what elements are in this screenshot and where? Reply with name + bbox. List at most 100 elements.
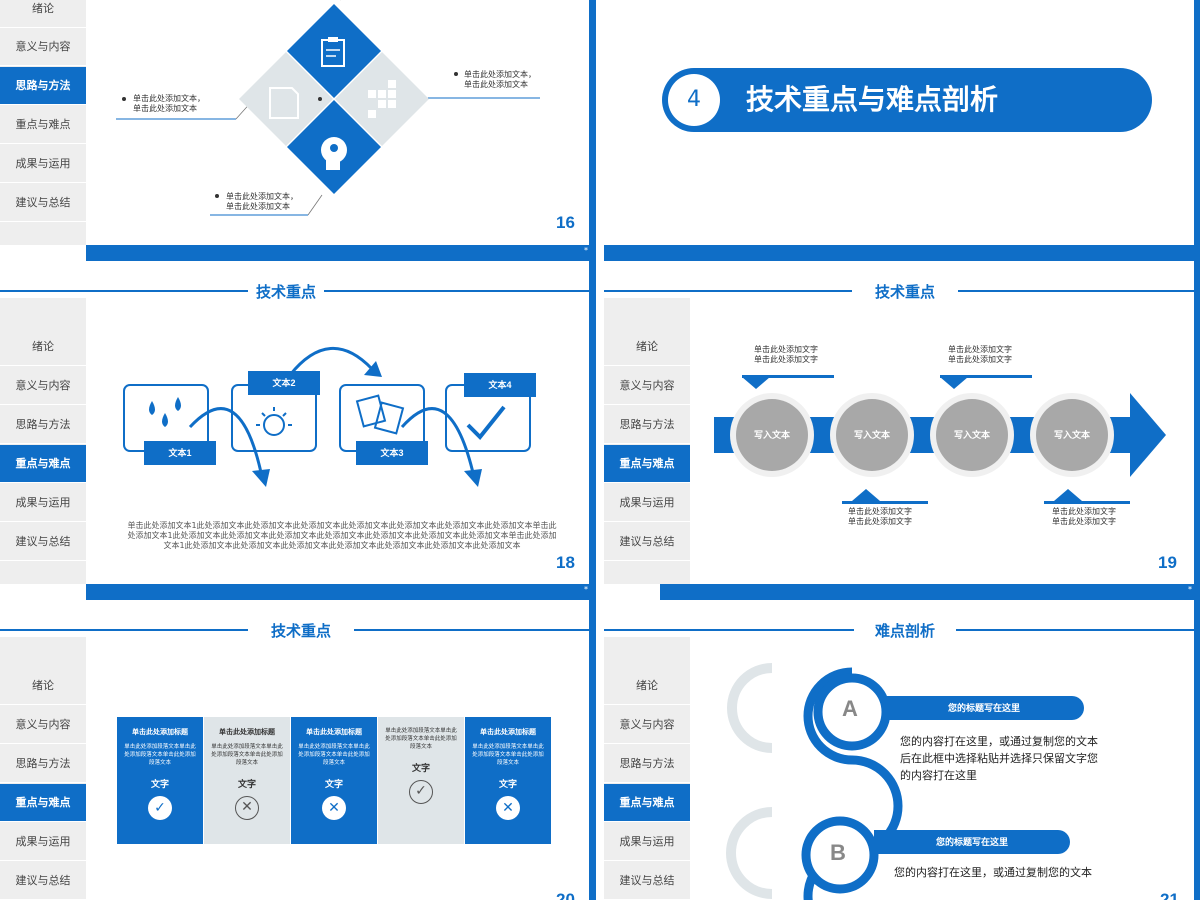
slide-19[interactable]: 技术重点 绪论 意义与内容 思路与方法 重点与难点 成果与运用 建议与总结 写入… <box>604 265 1200 600</box>
sidebar-item-summary[interactable]: 建议与总结 <box>0 862 86 900</box>
sidebar-item-methods[interactable]: 思路与方法 <box>0 745 86 783</box>
document-edit-icon <box>269 87 299 119</box>
bottom-label-2a: 单击此处添加文字 <box>1052 507 1116 516</box>
sidebar-item-intro[interactable]: 绪论 <box>604 328 690 366</box>
sidebar-item-methods[interactable]: 思路与方法 <box>0 67 86 105</box>
star-icon: * <box>584 585 588 594</box>
cross-icon: ✕ <box>496 796 520 820</box>
sidebar-item-methods[interactable]: 思路与方法 <box>0 406 86 444</box>
title-line-right <box>324 290 596 292</box>
sidebar: 绪论 意义与内容 思路与方法 重点与难点 成果与运用 建议与总结 <box>0 0 86 245</box>
sidebar-item-results[interactable]: 成果与运用 <box>0 484 86 522</box>
section-number: 4 <box>668 74 720 126</box>
slide-18[interactable]: 技术重点 绪论 意义与内容 思路与方法 重点与难点 成果与运用 建议与总结 <box>0 265 596 600</box>
column-body: 单击此处添加段落文本单击此处添加段落文本单击此处添加段落文本 <box>211 744 283 766</box>
diamond-top <box>287 4 381 98</box>
slide-20[interactable]: 技术重点 绪论 意义与内容 思路与方法 重点与难点 成果与运用 建议与总结 单击… <box>0 604 596 900</box>
slide-16[interactable]: 绪论 意义与内容 思路与方法 重点与难点 成果与运用 建议与总结 <box>0 0 596 261</box>
column-word: 文字 <box>411 764 430 774</box>
comparison-column-5: 单击此处添加标题 单击此处添加段落文本单击此处添加段落文本单击此处添加段落文本 … <box>465 717 551 844</box>
underline-top-2 <box>940 375 1032 378</box>
sidebar-item-meaning[interactable]: 意义与内容 <box>0 706 86 744</box>
column-word: 文字 <box>237 780 256 790</box>
title-line-left <box>604 290 852 292</box>
divider-blue-left <box>589 0 596 900</box>
title-line-left <box>604 629 854 631</box>
blue-s-curve <box>803 667 903 900</box>
column-word: 文字 <box>324 780 343 790</box>
slide-17[interactable]: 4 技术重点与难点剖析 <box>604 0 1200 261</box>
underline-top-1 <box>742 375 834 378</box>
column-body: 单击此处添加段落文本单击此处添加段落文本单击此处添加段落文本 <box>124 744 196 766</box>
sidebar-item-intro[interactable]: 绪论 <box>0 328 86 366</box>
water-drop-icon <box>149 401 155 415</box>
sidebar-item-results[interactable]: 成果与运用 <box>604 823 690 861</box>
sidebar-item-methods[interactable]: 思路与方法 <box>604 406 690 444</box>
column-body: 单击此处添加段落文本单击此处添加段落文本单击此处添加段落文本 <box>298 744 370 766</box>
sidebar-item-meaning[interactable]: 意义与内容 <box>0 367 86 405</box>
column-word: 文字 <box>150 780 169 790</box>
sidebar-item-intro[interactable]: 绪论 <box>604 667 690 705</box>
sidebar-item-summary[interactable]: 建议与总结 <box>0 523 86 561</box>
sidebar-item-key-points[interactable]: 重点与难点 <box>0 784 86 822</box>
arrow-curve-left <box>188 407 264 478</box>
sidebar-item-meaning[interactable]: 意义与内容 <box>604 706 690 744</box>
sidebar: 绪论 意义与内容 思路与方法 重点与难点 成果与运用 建议与总结 <box>604 637 690 900</box>
text-right-1: 单击此处添加文本， <box>464 70 536 79</box>
body-b: 您的内容打在这里，或通过复制您的文本 <box>894 867 1092 879</box>
tag-2: 文本2 <box>248 371 320 395</box>
tag-4: 文本4 <box>464 373 536 397</box>
bottom-bar <box>660 584 1194 600</box>
sidebar-item-results[interactable]: 成果与运用 <box>604 484 690 522</box>
page-number: 21 <box>1160 890 1179 900</box>
body-a: 您的内容打在这里，或通过复制您的文本后在此框中选择粘贴并选择只保留文字您的内容打… <box>900 736 1098 782</box>
sidebar-item-key-points[interactable]: 重点与难点 <box>604 784 690 822</box>
title-line-right <box>354 629 596 631</box>
circle-label: 写入文本 <box>836 399 908 471</box>
bottom-label-1b: 单击此处添加文字 <box>848 517 912 526</box>
sidebar-item-meaning[interactable]: 意义与内容 <box>604 367 690 405</box>
sidebar-item-summary[interactable]: 建议与总结 <box>0 184 86 222</box>
divider-blue-right <box>1194 0 1200 900</box>
sidebar-item-key-points[interactable]: 重点与难点 <box>0 445 86 483</box>
sidebar-item-meaning[interactable]: 意义与内容 <box>0 28 86 66</box>
column-title: 单击此处添加标题 <box>219 728 275 736</box>
column-body: 单击此处添加段落文本单击此处添加段落文本单击此处添加段落文本 <box>385 728 457 750</box>
arrow-head <box>1130 393 1166 477</box>
page-number: 18 <box>556 553 575 572</box>
cross-icon: ✕ <box>235 796 259 820</box>
comparison-column-4: 单击此处添加段落文本单击此处添加段落文本单击此处添加段落文本 文字 ✓ <box>378 717 464 844</box>
sidebar-item-results[interactable]: 成果与运用 <box>0 145 86 183</box>
circle-1: 写入文本 <box>730 393 814 477</box>
sidebar-item-results[interactable]: 成果与运用 <box>0 823 86 861</box>
underline-bottom-2 <box>1044 501 1130 504</box>
sidebar-item-intro[interactable]: 绪论 <box>0 0 86 28</box>
text-bottom-2: 单击此处添加文本 <box>226 202 290 211</box>
section-banner: 4 技术重点与难点剖析 <box>662 68 1152 132</box>
check-icon: ✓ <box>148 796 172 820</box>
circle-4: 写入文本 <box>1030 393 1114 477</box>
column-body: 单击此处添加段落文本单击此处添加段落文本单击此处添加段落文本 <box>472 744 544 766</box>
sidebar-item-summary[interactable]: 建议与总结 <box>604 523 690 561</box>
circle-label: 写入文本 <box>736 399 808 471</box>
sidebar-item-key-points[interactable]: 重点与难点 <box>0 106 86 144</box>
underline-bottom-1 <box>842 501 928 504</box>
text-left-1: 单击此处添加文本， <box>133 94 205 103</box>
paragraph: 单击此处添加文本1此处添加文本此处添加文本此处添加文本此处添加文本此处添加文本此… <box>127 521 557 550</box>
tag-1: 文本1 <box>144 441 216 465</box>
slide-21[interactable]: 难点剖析 绪论 意义与内容 思路与方法 重点与难点 成果与运用 建议与总结 A … <box>604 604 1200 900</box>
title-pill-b: 您的标题写在这里 <box>874 830 1070 854</box>
sidebar-item-key-points[interactable]: 重点与难点 <box>604 445 690 483</box>
sidebar-item-methods[interactable]: 思路与方法 <box>604 745 690 783</box>
circle-label: 写入文本 <box>936 399 1008 471</box>
sidebar: 绪论 意义与内容 思路与方法 重点与难点 成果与运用 建议与总结 <box>0 637 86 900</box>
top-label-2a: 单击此处添加文字 <box>948 345 1012 354</box>
sidebar-item-intro[interactable]: 绪论 <box>0 667 86 705</box>
circle-2: 写入文本 <box>830 393 914 477</box>
tag-3: 文本3 <box>356 441 428 465</box>
s-curve-diagram <box>726 663 903 900</box>
circle-3: 写入文本 <box>930 393 1014 477</box>
comparison-column-3: 单击此处添加标题 单击此处添加段落文本单击此处添加段落文本单击此处添加段落文本 … <box>291 717 377 844</box>
checkmark-icon <box>466 405 506 440</box>
